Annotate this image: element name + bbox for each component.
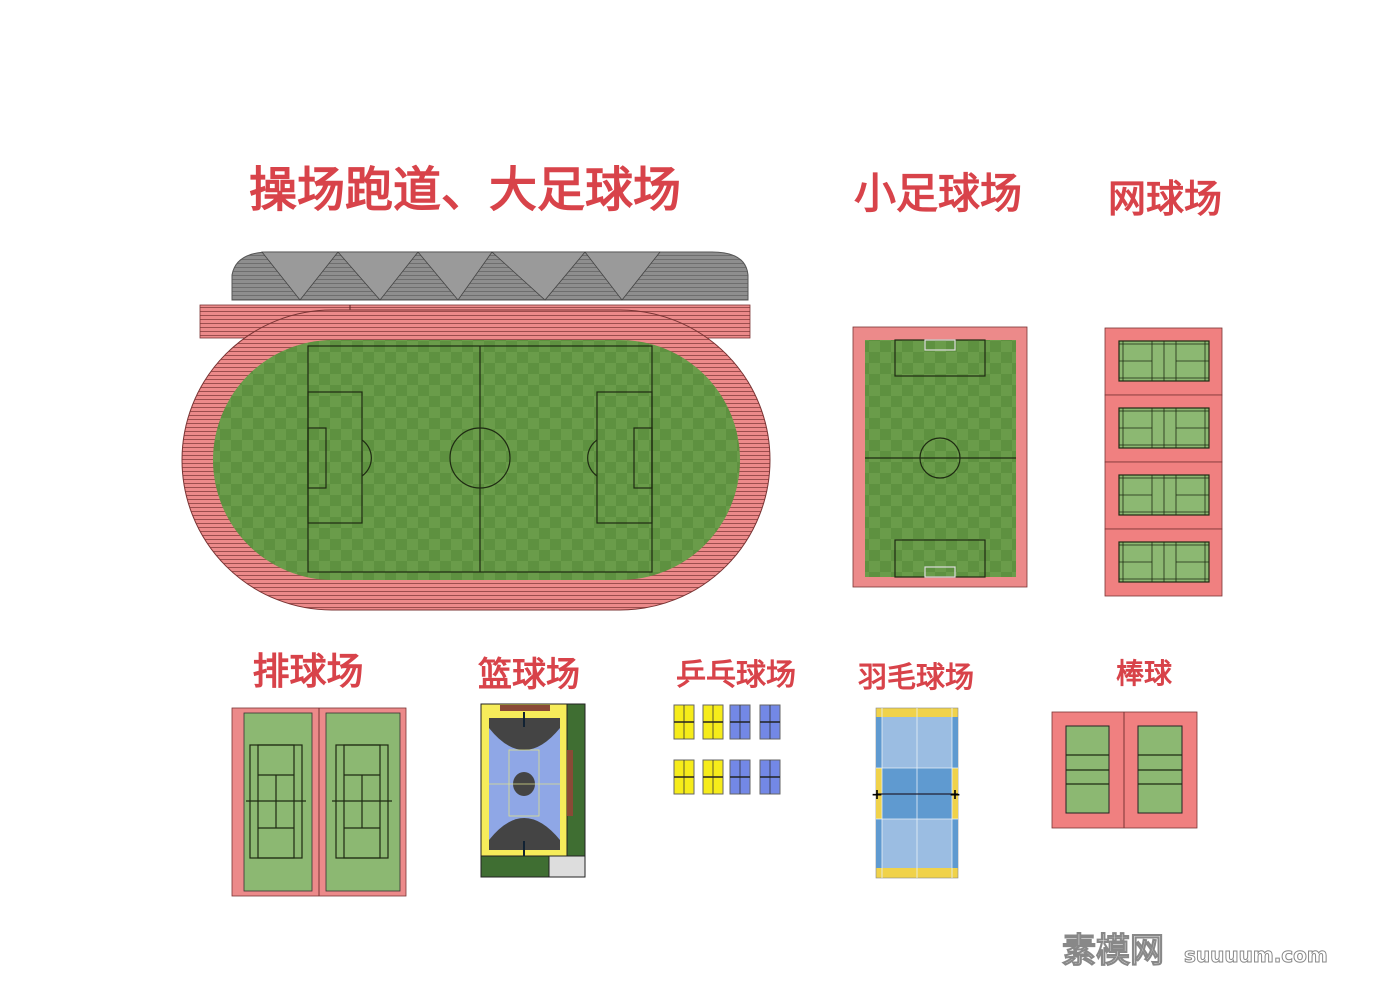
football-pitch-grass <box>213 340 740 580</box>
table-tennis-tables <box>673 704 781 795</box>
basketball-court <box>480 703 586 878</box>
badminton-court: + + <box>871 707 961 879</box>
small-football-field <box>852 326 1028 588</box>
tennis-title: 网球场 <box>1108 177 1222 221</box>
tennis-courts <box>1104 327 1223 597</box>
stadium-title: 操场跑道、大足球场 <box>249 162 681 218</box>
watermark-domain: suuuum.com <box>1184 943 1328 967</box>
watermark-logo: 素模网 <box>1062 931 1164 971</box>
pitch-lines <box>307 345 653 573</box>
baseball-title: 棒球 <box>1116 657 1173 690</box>
baseball-field <box>1051 711 1198 829</box>
stadium <box>181 251 771 611</box>
grandstand-roof <box>261 251 661 301</box>
badminton-title: 羽毛球场 <box>858 660 974 694</box>
basketball-title: 篮球场 <box>478 655 580 695</box>
volleyball-courts <box>231 707 407 897</box>
small-football-title: 小足球场 <box>854 169 1022 218</box>
net-post-icon: + <box>949 787 961 803</box>
table-tennis-title: 乒乓球场 <box>676 658 796 693</box>
net-post-icon: + <box>871 787 883 803</box>
watermark: 素模网 suuuum.com <box>1062 931 1329 972</box>
volleyball-title: 排球场 <box>253 650 364 693</box>
